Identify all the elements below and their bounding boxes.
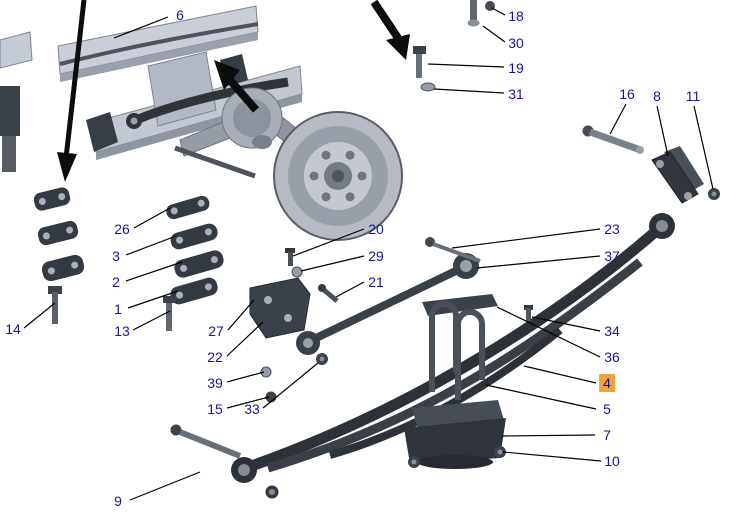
tie-rod bbox=[174, 145, 256, 179]
leader-line-2 bbox=[125, 261, 183, 282]
leader-line-23 bbox=[451, 228, 601, 249]
leader-line-37 bbox=[476, 255, 601, 269]
leader-line-16 bbox=[609, 103, 627, 135]
callout-31: 31 bbox=[508, 86, 524, 102]
callout-34: 34 bbox=[604, 323, 620, 339]
view-arrow-right bbox=[370, 0, 402, 41]
callout-36: 36 bbox=[604, 349, 620, 365]
shackle-assembly bbox=[582, 125, 720, 204]
upper-leaf-spring bbox=[126, 77, 289, 129]
view-arrow-left bbox=[63, 0, 87, 159]
callout-26: 26 bbox=[114, 221, 130, 237]
callout-10: 10 bbox=[604, 453, 620, 469]
leader-line-1 bbox=[127, 290, 179, 309]
leader-line-3 bbox=[125, 235, 177, 256]
leader-line-22 bbox=[226, 321, 264, 357]
leader-line-29 bbox=[300, 255, 365, 272]
spring-seat bbox=[404, 400, 506, 469]
u-bolts bbox=[422, 294, 498, 400]
front-eye-hardware bbox=[170, 424, 279, 499]
view-arrows bbox=[57, 0, 410, 182]
view-arrow-center bbox=[226, 77, 260, 113]
eye-bolt-9 bbox=[178, 429, 242, 459]
leader-line-19 bbox=[427, 63, 505, 68]
leader-line-31 bbox=[433, 88, 505, 94]
callout-6: 6 bbox=[176, 7, 184, 23]
top-bolts bbox=[413, 0, 495, 92]
leader-line-9 bbox=[129, 471, 201, 501]
callout-13: 13 bbox=[114, 323, 130, 339]
leader-line-14 bbox=[23, 302, 56, 329]
leader-line-26 bbox=[133, 207, 171, 229]
leader-line-11 bbox=[693, 105, 714, 190]
bolt-19 bbox=[413, 46, 426, 54]
leader-line-5 bbox=[485, 384, 597, 410]
washer-39 bbox=[260, 366, 272, 378]
leader-line-20 bbox=[292, 228, 365, 257]
callout-16: 16 bbox=[619, 86, 635, 102]
callout-14: 14 bbox=[5, 321, 21, 337]
leader-line-30 bbox=[482, 25, 506, 43]
callout-2: 2 bbox=[112, 274, 120, 290]
callout-4: 4 bbox=[599, 374, 615, 392]
callout-23: 23 bbox=[604, 221, 620, 237]
leader-line-27 bbox=[227, 299, 255, 331]
callout-27: 27 bbox=[208, 323, 224, 339]
leader-lines bbox=[23, 7, 714, 501]
callout-19: 19 bbox=[508, 60, 524, 76]
callout-8: 8 bbox=[653, 88, 661, 104]
callout-1: 1 bbox=[114, 301, 122, 317]
leader-line-18 bbox=[491, 7, 506, 16]
callout-11: 11 bbox=[685, 88, 701, 104]
callout-3: 3 bbox=[112, 248, 120, 264]
leader-line-39 bbox=[226, 371, 265, 383]
leader-line-7 bbox=[501, 434, 596, 437]
center-bolt-34 bbox=[524, 305, 533, 310]
leader-line-15 bbox=[226, 396, 270, 409]
leader-line-6 bbox=[113, 16, 169, 39]
brake-drum bbox=[273, 111, 403, 241]
callout-30: 30 bbox=[508, 35, 524, 51]
leader-line-8 bbox=[656, 105, 669, 157]
callout-5: 5 bbox=[603, 401, 611, 417]
leader-line-13 bbox=[132, 310, 171, 331]
leader-line-33 bbox=[262, 362, 319, 409]
hanger-link-plates bbox=[163, 195, 224, 331]
callout-7: 7 bbox=[603, 427, 611, 443]
bolt-14 bbox=[48, 286, 62, 294]
leader-line-21 bbox=[335, 281, 365, 298]
callout-18: 18 bbox=[508, 8, 524, 24]
callout-37: 37 bbox=[604, 248, 620, 264]
callout-21: 21 bbox=[368, 274, 384, 290]
callout-22: 22 bbox=[207, 349, 223, 365]
shackle-pin-16 bbox=[588, 128, 640, 153]
callout-20: 20 bbox=[368, 221, 384, 237]
leader-line-4 bbox=[523, 365, 597, 384]
callout-29: 29 bbox=[368, 248, 384, 264]
callout-33: 33 bbox=[244, 401, 260, 417]
leader-line-34 bbox=[531, 316, 601, 332]
leader-line-10 bbox=[502, 451, 602, 462]
callout-39: 39 bbox=[207, 375, 223, 391]
long-bolt-23 bbox=[425, 237, 481, 263]
bolt-13 bbox=[163, 296, 176, 303]
left-edge-parts bbox=[0, 86, 85, 324]
callout-9: 9 bbox=[114, 493, 122, 509]
leader-line-36 bbox=[496, 306, 601, 358]
callout-15: 15 bbox=[207, 401, 223, 417]
washer-31 bbox=[420, 82, 436, 92]
